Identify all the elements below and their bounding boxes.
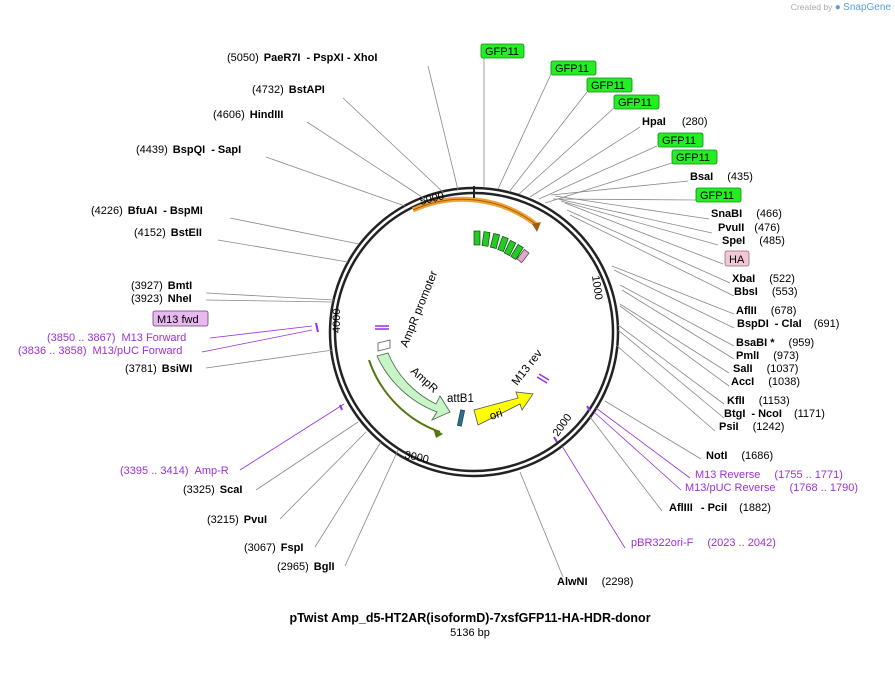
site-kfli: KflI(1153) xyxy=(727,395,790,407)
snapgene-logo-icon: ● xyxy=(834,2,841,13)
brand-name: SnapGene xyxy=(843,2,891,13)
gfp11-box-3: GFP11 xyxy=(586,77,633,93)
svg-text:GFP11: GFP11 xyxy=(676,152,710,164)
sites-right: HpaI(280) BsaI(435) SnaBI(466) PvuII(476… xyxy=(557,116,839,588)
site-bsai: BsaI(435) xyxy=(690,171,753,183)
gfp11-segments xyxy=(473,230,530,264)
svg-text:GFP11: GFP11 xyxy=(485,46,519,58)
leader-lines-left xyxy=(201,65,459,567)
attb1-feature: attB1 xyxy=(447,393,474,427)
feature-amp-r: (3395 .. 3414)Amp-R xyxy=(120,465,229,477)
site-bmti: (3927)BmtI xyxy=(131,280,192,292)
plasmid-size: 5136 bp xyxy=(450,627,490,639)
m13-fwd-marker xyxy=(375,325,389,330)
site-bbsi: BbsI(553) xyxy=(734,286,798,298)
feature-m13-forward: (3850 .. 3867)M13 Forward xyxy=(47,332,186,344)
gfp11-box-4: GFP11 xyxy=(613,94,660,110)
site-bsabi: BsaBI *(959) xyxy=(736,337,814,349)
site-bfuai: (4226)BfuAI- BspMI xyxy=(91,205,203,217)
gfp11-box-5: GFP11 xyxy=(657,132,704,148)
svg-text:HA: HA xyxy=(729,254,745,266)
tick-4000: 4000 xyxy=(331,309,343,333)
gfp11-boxes: GFP11 GFP11 GFP11 GFP11 GFP11 GFP11 GFP1… xyxy=(480,43,742,203)
ha-box: HA xyxy=(724,250,750,267)
svg-text:GFP11: GFP11 xyxy=(555,63,589,75)
site-nhei: (3923)NheI xyxy=(131,293,192,305)
attb1-label: attB1 xyxy=(447,393,474,405)
site-bgli: (2965)BglI xyxy=(277,561,335,573)
tick-2000: 2000 xyxy=(551,412,575,439)
site-noti: NotI(1686) xyxy=(706,450,773,462)
site-acci: AccI(1038) xyxy=(731,376,800,388)
ampr-promoter-label: AmpR promoter xyxy=(399,269,441,349)
svg-text:GFP11: GFP11 xyxy=(591,80,625,92)
site-fspi: (3067)FspI xyxy=(244,542,303,554)
site-xbai: XbaI(522) xyxy=(732,273,795,285)
sites-left: (5050)PaeR7I- PspXI - XhoI (4732)BstAPI … xyxy=(91,52,377,573)
site-bsteii: (4152)BstEII xyxy=(134,227,202,239)
site-bsiwi: (3781)BsiWI xyxy=(125,363,192,375)
insert-arc-outline xyxy=(412,198,539,227)
site-pvuii: PvuII(476) xyxy=(718,222,780,234)
gfp11-box-7: GFP11 xyxy=(695,187,742,203)
site-snabi: SnaBI(466) xyxy=(711,208,782,220)
feature-m13-reverse: M13 Reverse(1755 .. 1771) xyxy=(695,469,843,481)
tick-3000: 3000 xyxy=(403,449,429,466)
svg-text:GFP11: GFP11 xyxy=(618,97,652,109)
primer-marks xyxy=(315,322,591,443)
site-spei: SpeI(485) xyxy=(722,235,785,247)
gfp11-box-6: GFP11 xyxy=(671,149,718,165)
ampr-feature: AmpR xyxy=(368,352,451,438)
svg-text:GFP11: GFP11 xyxy=(662,135,696,147)
site-alwni: AlwNI(2298) xyxy=(557,576,633,588)
leader-lines-right xyxy=(483,57,735,578)
feature-m13-puc-reverse: M13/pUC Reverse(1768 .. 1790) xyxy=(685,482,858,494)
m13-rev-label: M13 rev xyxy=(510,348,545,388)
site-hpai: HpaI(280) xyxy=(642,116,708,128)
m13-rev-feature: M13 rev xyxy=(510,348,550,388)
tick-1000: 1000 xyxy=(589,275,604,301)
site-afliii: AflIII- PciI(1882) xyxy=(669,502,771,514)
site-bspdi: BspDI- ClaI(691) xyxy=(737,318,839,330)
site-bstapi: (4732)BstAPI xyxy=(252,84,325,96)
site-scai: (3325)ScaI xyxy=(183,484,242,496)
ori-label: ori xyxy=(488,407,504,422)
svg-text:M13 fwd: M13 fwd xyxy=(157,314,199,326)
site-paer7i: (5050)PaeR7I- PspXI - XhoI xyxy=(227,52,377,64)
ori-feature: ori xyxy=(473,391,534,426)
brand-created-by: Created by xyxy=(790,2,833,12)
snapgene-brand: Created by ● SnapGene xyxy=(791,2,891,13)
site-pmli: PmlI(973) xyxy=(736,350,799,362)
svg-text:GFP11: GFP11 xyxy=(700,190,734,202)
feature-m13-puc-forward: (3836 .. 3858)M13/pUC Forward xyxy=(18,345,182,357)
site-hindiii: (4606)HindIII xyxy=(213,109,283,121)
site-bspqi: (4439)BspQI- SapI xyxy=(136,144,241,156)
site-sali: SalI(1037) xyxy=(733,363,798,375)
gfp11-box-2: GFP11 xyxy=(550,60,597,76)
site-btgi: BtgI- NcoI(1171) xyxy=(724,408,825,420)
plasmid-name: pTwist Amp_d5-HT2AR(isoformD)-7xsfGFP11-… xyxy=(289,611,650,625)
features-purple: (3850 .. 3867)M13 Forward (3836 .. 3858)… xyxy=(18,332,858,549)
tick-5000: 5000 xyxy=(419,190,446,208)
ampr-promoter-feature: AmpR promoter xyxy=(377,269,441,352)
m13fwd-box: M13 fwd xyxy=(152,310,209,327)
site-psii: PsiI(1242) xyxy=(719,421,784,433)
gfp11-box-1: GFP11 xyxy=(480,43,525,59)
site-pvui: (3215)PvuI xyxy=(207,514,267,526)
feature-pbr322ori-f: pBR322ori-F(2023 .. 2042) xyxy=(631,537,776,549)
site-aflii: AflII(678) xyxy=(736,305,796,317)
insert-arc-arrowhead xyxy=(532,222,541,232)
